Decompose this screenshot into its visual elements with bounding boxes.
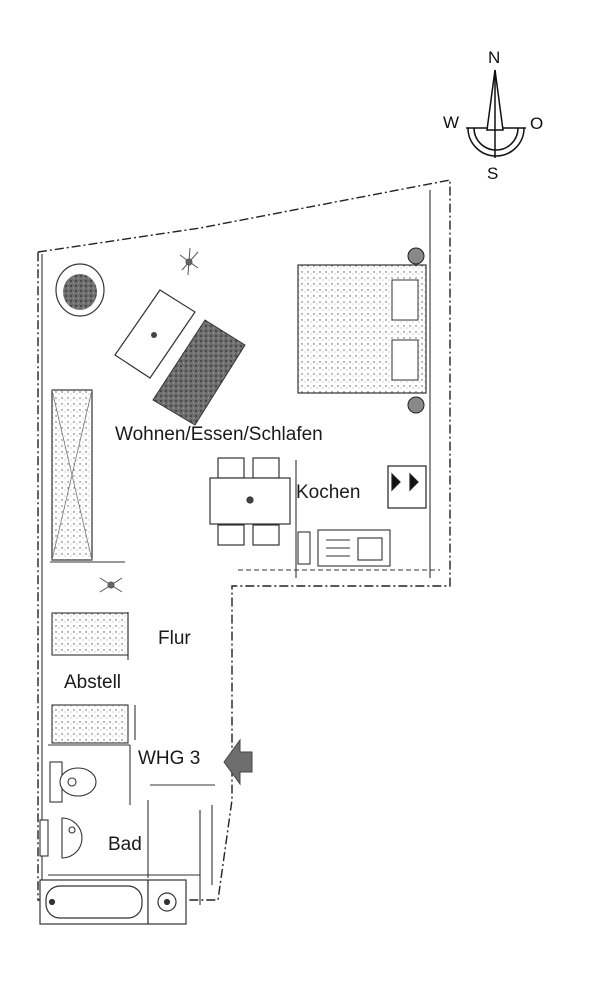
inner-walls [41, 190, 440, 905]
stove [387, 465, 427, 509]
entrance-label: WHG 3 [138, 748, 201, 769]
compass-north-label: N [488, 48, 501, 67]
room-label-storage: Abstell [64, 672, 122, 693]
washbasin [39, 817, 83, 859]
storage-cabinet [51, 704, 129, 744]
plant-top [179, 247, 199, 276]
plant-hall [99, 577, 123, 593]
armchair [55, 263, 105, 317]
wardrobe [51, 389, 93, 561]
hall-cabinet-upper [51, 612, 129, 656]
entrance-arrow [223, 738, 253, 786]
compass-south-label: S [487, 164, 499, 183]
room-label-hall: Flur [158, 628, 191, 649]
kitchen-counter [297, 529, 391, 567]
room-label-bath: Bad [108, 834, 142, 855]
toilet [49, 761, 97, 803]
dining-table [209, 457, 291, 546]
outer-walls [37, 179, 451, 901]
compass-rose [466, 69, 526, 158]
coffee-table [114, 289, 196, 379]
compass-west-label: W [443, 113, 460, 132]
compass-east-label: O [530, 114, 544, 133]
sofa [152, 319, 246, 426]
bathtub [39, 879, 187, 925]
room-label-living: Wohnen/Essen/Schlafen [115, 424, 323, 445]
bed [297, 247, 427, 414]
room-label-kitchen: Kochen [296, 482, 361, 503]
